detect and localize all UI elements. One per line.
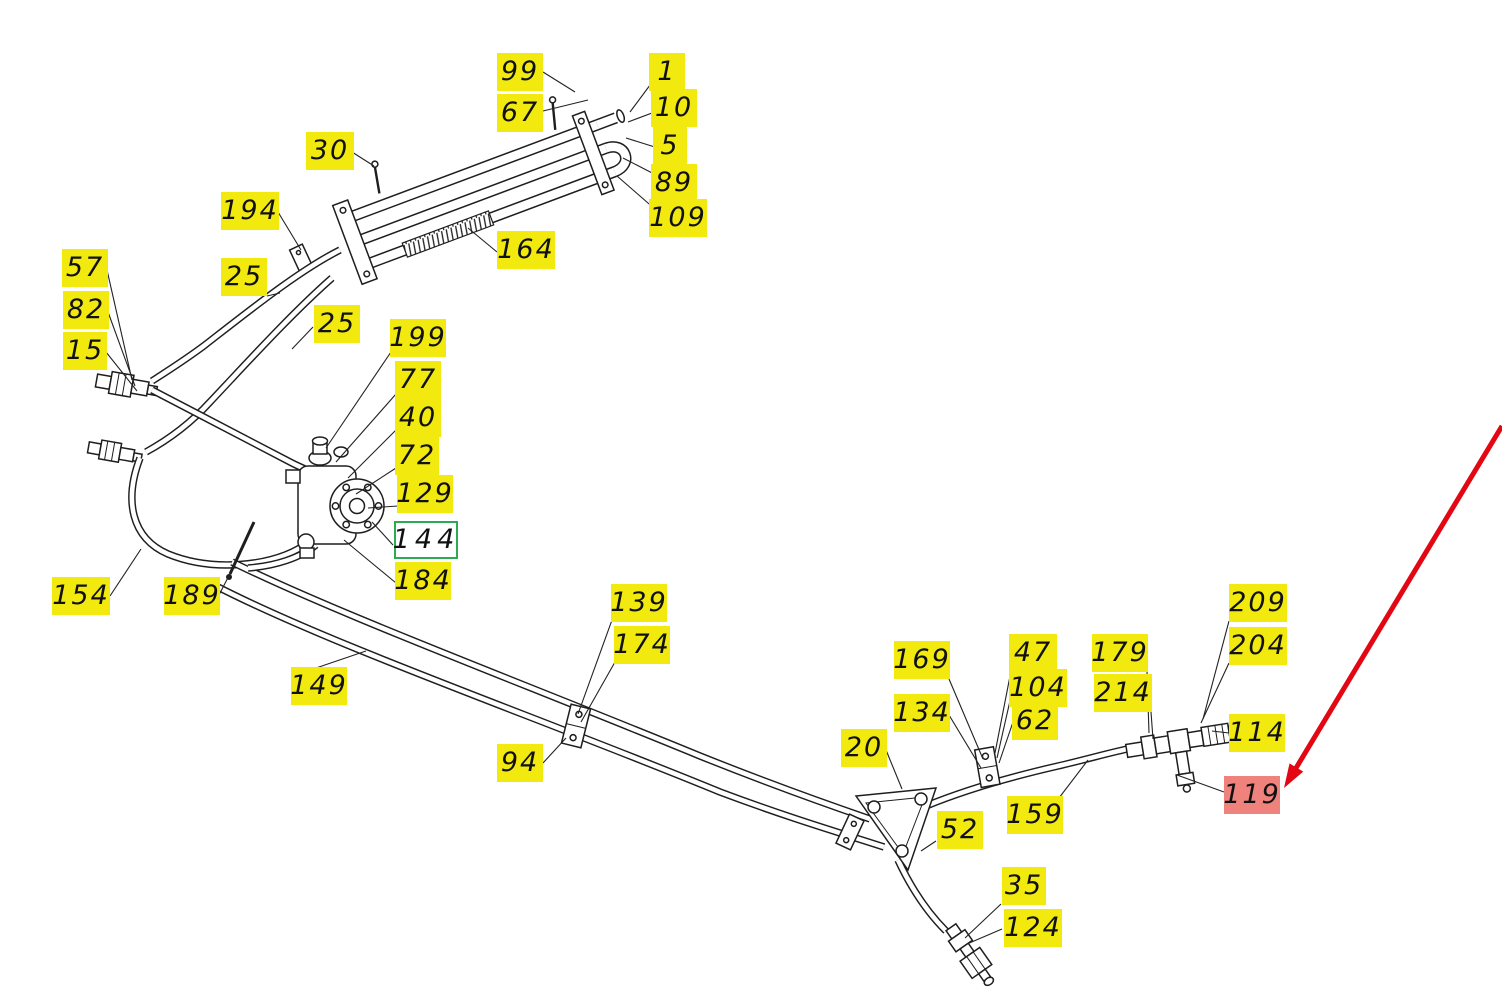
part-label-1[interactable]: 1 [649,53,685,91]
part-label-25[interactable]: 25 [221,258,267,296]
part-label-67[interactable]: 67 [497,94,543,132]
part-label-114[interactable]: 114 [1228,714,1285,752]
part-label-189[interactable]: 189 [163,577,220,615]
part-label-129[interactable]: 129 [396,475,453,513]
cooler-bracket-left [331,199,379,286]
part-label-214[interactable]: 214 [1094,674,1152,712]
part-label-184[interactable]: 184 [394,562,451,600]
mount-bracket [834,787,938,872]
leader-layer [105,71,1230,945]
part-label-209[interactable]: 209 [1229,584,1287,622]
hydraulic-pump [285,436,385,559]
cooler-bracket-right [571,110,616,196]
part-label-149[interactable]: 149 [290,667,347,705]
part-label-99[interactable]: 99 [497,53,543,91]
part-label-52[interactable]: 52 [937,811,983,849]
part-label-62[interactable]: 62 [1012,702,1058,740]
part-label-139[interactable]: 139 [610,584,667,622]
part-label-199[interactable]: 199 [389,319,446,357]
part-label-89[interactable]: 89 [651,164,697,202]
part-label-35[interactable]: 35 [1002,867,1046,905]
part-label-164[interactable]: 164 [497,231,555,269]
mount-bolt-right [548,96,557,130]
part-label-82[interactable]: 82 [63,291,109,329]
part-label-194[interactable]: 194 [221,192,279,230]
part-label-77[interactable]: 77 [395,361,441,399]
hose-clamp-right [973,745,1001,789]
part-label-109[interactable]: 109 [649,199,707,237]
pipe-open-end [616,109,626,124]
part-label-204[interactable]: 204 [1229,627,1287,665]
part-label-5[interactable]: 5 [653,127,687,165]
part-label-57[interactable]: 57 [62,249,108,287]
part-label-124[interactable]: 124 [1004,909,1062,947]
part-label-10[interactable]: 10 [651,89,697,127]
part-label-179[interactable]: 179 [1091,634,1148,672]
part-label-40[interactable]: 40 [395,399,441,437]
oil-cooler [331,96,632,286]
part-label-104[interactable]: 104 [1009,669,1067,707]
left-fitting-upper [94,370,159,398]
part-label-47[interactable]: 47 [1009,634,1057,672]
part-label-15[interactable]: 15 [63,332,107,370]
part-label-174[interactable]: 174 [613,626,670,664]
ribbed-tube-section [401,210,495,258]
part-label-30[interactable]: 30 [306,132,354,170]
part-label-20[interactable]: 20 [841,729,887,767]
part-label-144[interactable]: 144 [393,521,458,559]
part-label-154[interactable]: 154 [52,577,110,615]
part-label-119[interactable]: 119 [1223,776,1280,814]
part-label-134[interactable]: 134 [893,694,950,732]
part-label-159[interactable]: 159 [1006,796,1063,834]
part-label-25[interactable]: 25 [314,305,360,343]
bottom-fitting [945,922,995,987]
part-label-94[interactable]: 94 [497,744,543,782]
part-label-169[interactable]: 169 [893,641,950,679]
left-fitting-lower [86,439,143,464]
part-label-72[interactable]: 72 [395,437,439,475]
